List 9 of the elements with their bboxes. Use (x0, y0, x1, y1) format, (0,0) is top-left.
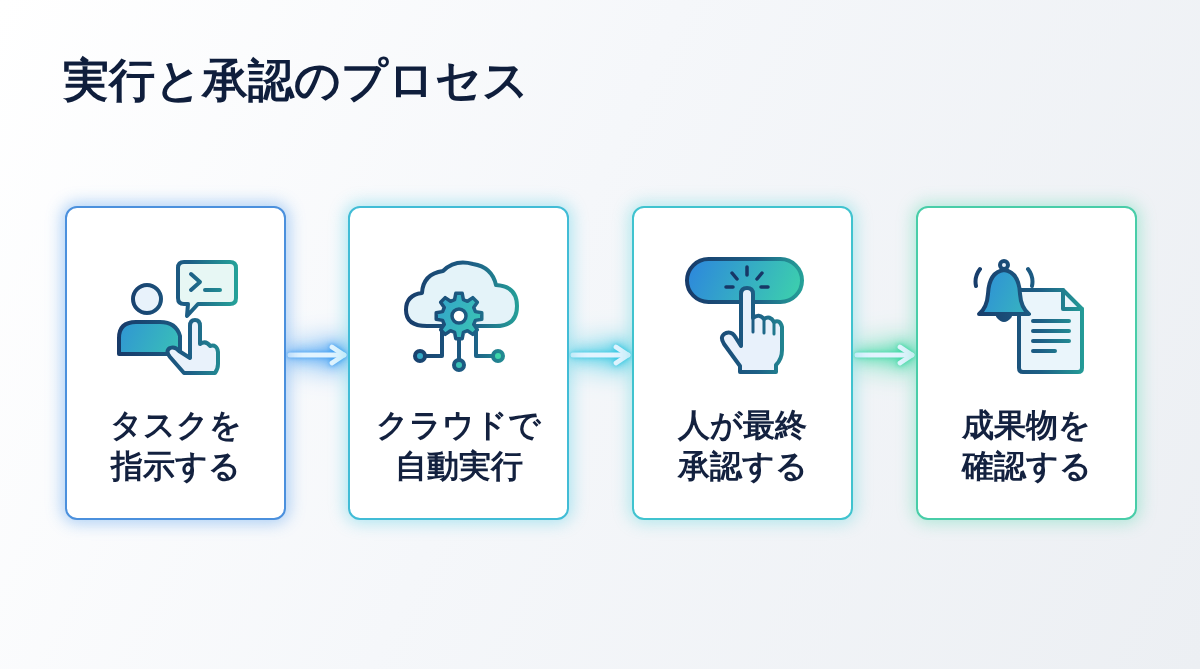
step-card (65, 206, 286, 520)
step-card (348, 206, 569, 520)
step-text: タスクを指示する (108, 405, 243, 487)
step-text: クラウドで自動実行 (375, 405, 542, 487)
step-text: 成果物を確認する (960, 405, 1093, 487)
title: 実行と承認のプロセス (63, 55, 529, 106)
step-card (632, 206, 853, 520)
step-card (916, 206, 1137, 520)
step-text: 人が最終承認する (676, 405, 809, 487)
